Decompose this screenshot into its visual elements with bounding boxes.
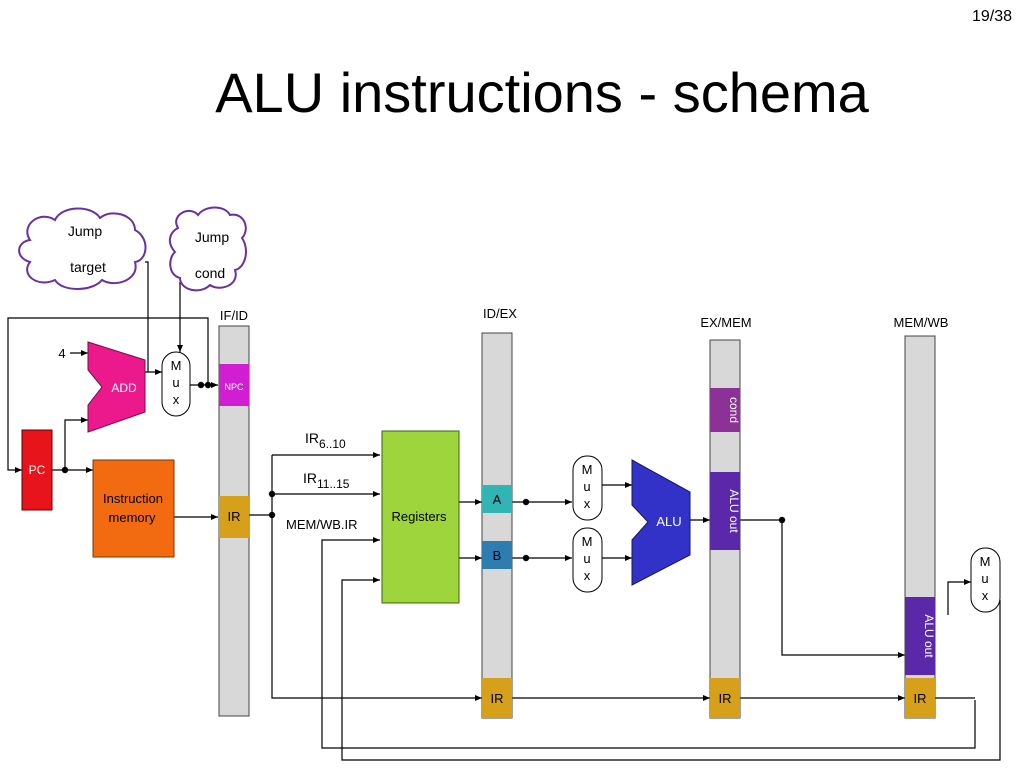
ex-mem-ir-label: IR xyxy=(719,691,732,706)
a-field xyxy=(482,485,512,513)
add-unit xyxy=(87,341,146,433)
mux-pc-u: u xyxy=(172,375,179,390)
signal-mem-wb-ir: MEM/WB.IR xyxy=(286,517,358,532)
cloud-jump-cond-line2: cond xyxy=(195,265,225,281)
mux-writeback-x: x xyxy=(982,588,989,603)
registers-label: Registers xyxy=(392,509,447,524)
registers-block xyxy=(381,430,460,604)
a-label: A xyxy=(493,492,502,507)
ex-mem-alu-out-field xyxy=(710,472,740,550)
cloud-jump-cond-line1: Jump xyxy=(195,229,229,245)
ex-mem-ir-field xyxy=(710,678,740,718)
mem-wb-ir-field xyxy=(905,678,935,718)
page-number: 19/38 xyxy=(971,8,1012,25)
mem-wb-ir-label: IR xyxy=(914,691,927,706)
cloud-jump-target: Jump target xyxy=(18,207,147,290)
signal-ir-6-10-sub: 6..10 xyxy=(319,437,346,451)
signal-ir-11-15-main: IR xyxy=(303,470,317,486)
signal-ir-11-15: IR11..15 xyxy=(303,470,350,491)
signal-ir-11-15-sub: 11..15 xyxy=(317,477,350,491)
mux-alu-b: M u x xyxy=(572,527,603,593)
npc-field xyxy=(219,364,249,406)
label-if-id: IF/ID xyxy=(220,308,248,323)
mem-wb-alu-out-label: ALU out xyxy=(922,614,936,658)
instruction-memory-label-2: memory xyxy=(109,510,156,525)
npc-label: NPC xyxy=(224,382,244,392)
mux-alu-a-m: M xyxy=(582,462,593,477)
instruction-memory-block xyxy=(92,459,175,558)
label-mem-wb: MEM/WB xyxy=(894,315,949,330)
label-id-ex: ID/EX xyxy=(483,306,517,321)
mux-writeback-m: M xyxy=(980,554,991,569)
mux-pc: M u x xyxy=(161,351,191,417)
mux-writeback: M u x xyxy=(970,547,1001,613)
id-ex-bar xyxy=(481,332,513,719)
if-id-ir-field xyxy=(219,496,249,538)
id-ex-ir-label: IR xyxy=(491,691,504,706)
pc-block xyxy=(21,429,53,511)
mux-alu-a-x: x xyxy=(584,496,591,511)
mux-pc-m: M xyxy=(171,358,182,373)
mux-writeback-u: u xyxy=(981,571,988,586)
id-ex-ir-field xyxy=(482,678,512,718)
cloud-jump-target-line1: Jump xyxy=(68,223,102,239)
pc-label: PC xyxy=(29,463,46,477)
alu-label: ALU xyxy=(656,514,681,529)
wires xyxy=(7,261,1001,761)
cond-field xyxy=(710,388,740,432)
mux-alu-a: M u x xyxy=(572,455,603,521)
b-field xyxy=(482,541,512,569)
if-id-ir-label: IR xyxy=(228,509,241,524)
mux-alu-b-m: M xyxy=(582,534,593,549)
cloud-jump-target-line2: target xyxy=(70,259,106,275)
slide-title: ALU instructions - schema xyxy=(215,61,869,124)
instruction-memory-label-1: Instruction xyxy=(103,491,163,506)
alu-unit xyxy=(631,459,691,586)
signal-ir-6-10: IR6..10 xyxy=(305,430,346,451)
label-ex-mem: EX/MEM xyxy=(700,315,751,330)
ex-mem-alu-out-label: ALU out xyxy=(727,489,741,533)
cloud-jump-cond: Jump cond xyxy=(168,206,247,292)
mux-alu-a-u: u xyxy=(583,479,590,494)
add-label: ADD xyxy=(111,381,137,395)
mux-alu-b-u: u xyxy=(583,551,590,566)
junction-dots xyxy=(61,381,786,562)
mux-pc-x: x xyxy=(173,392,180,407)
mem-wb-alu-out-field xyxy=(905,597,935,675)
constant-four: 4 xyxy=(58,346,65,361)
b-label: B xyxy=(493,548,502,563)
signal-ir-6-10-main: IR xyxy=(305,430,319,446)
mux-alu-b-x: x xyxy=(584,568,591,583)
cond-label: cond xyxy=(727,397,741,423)
